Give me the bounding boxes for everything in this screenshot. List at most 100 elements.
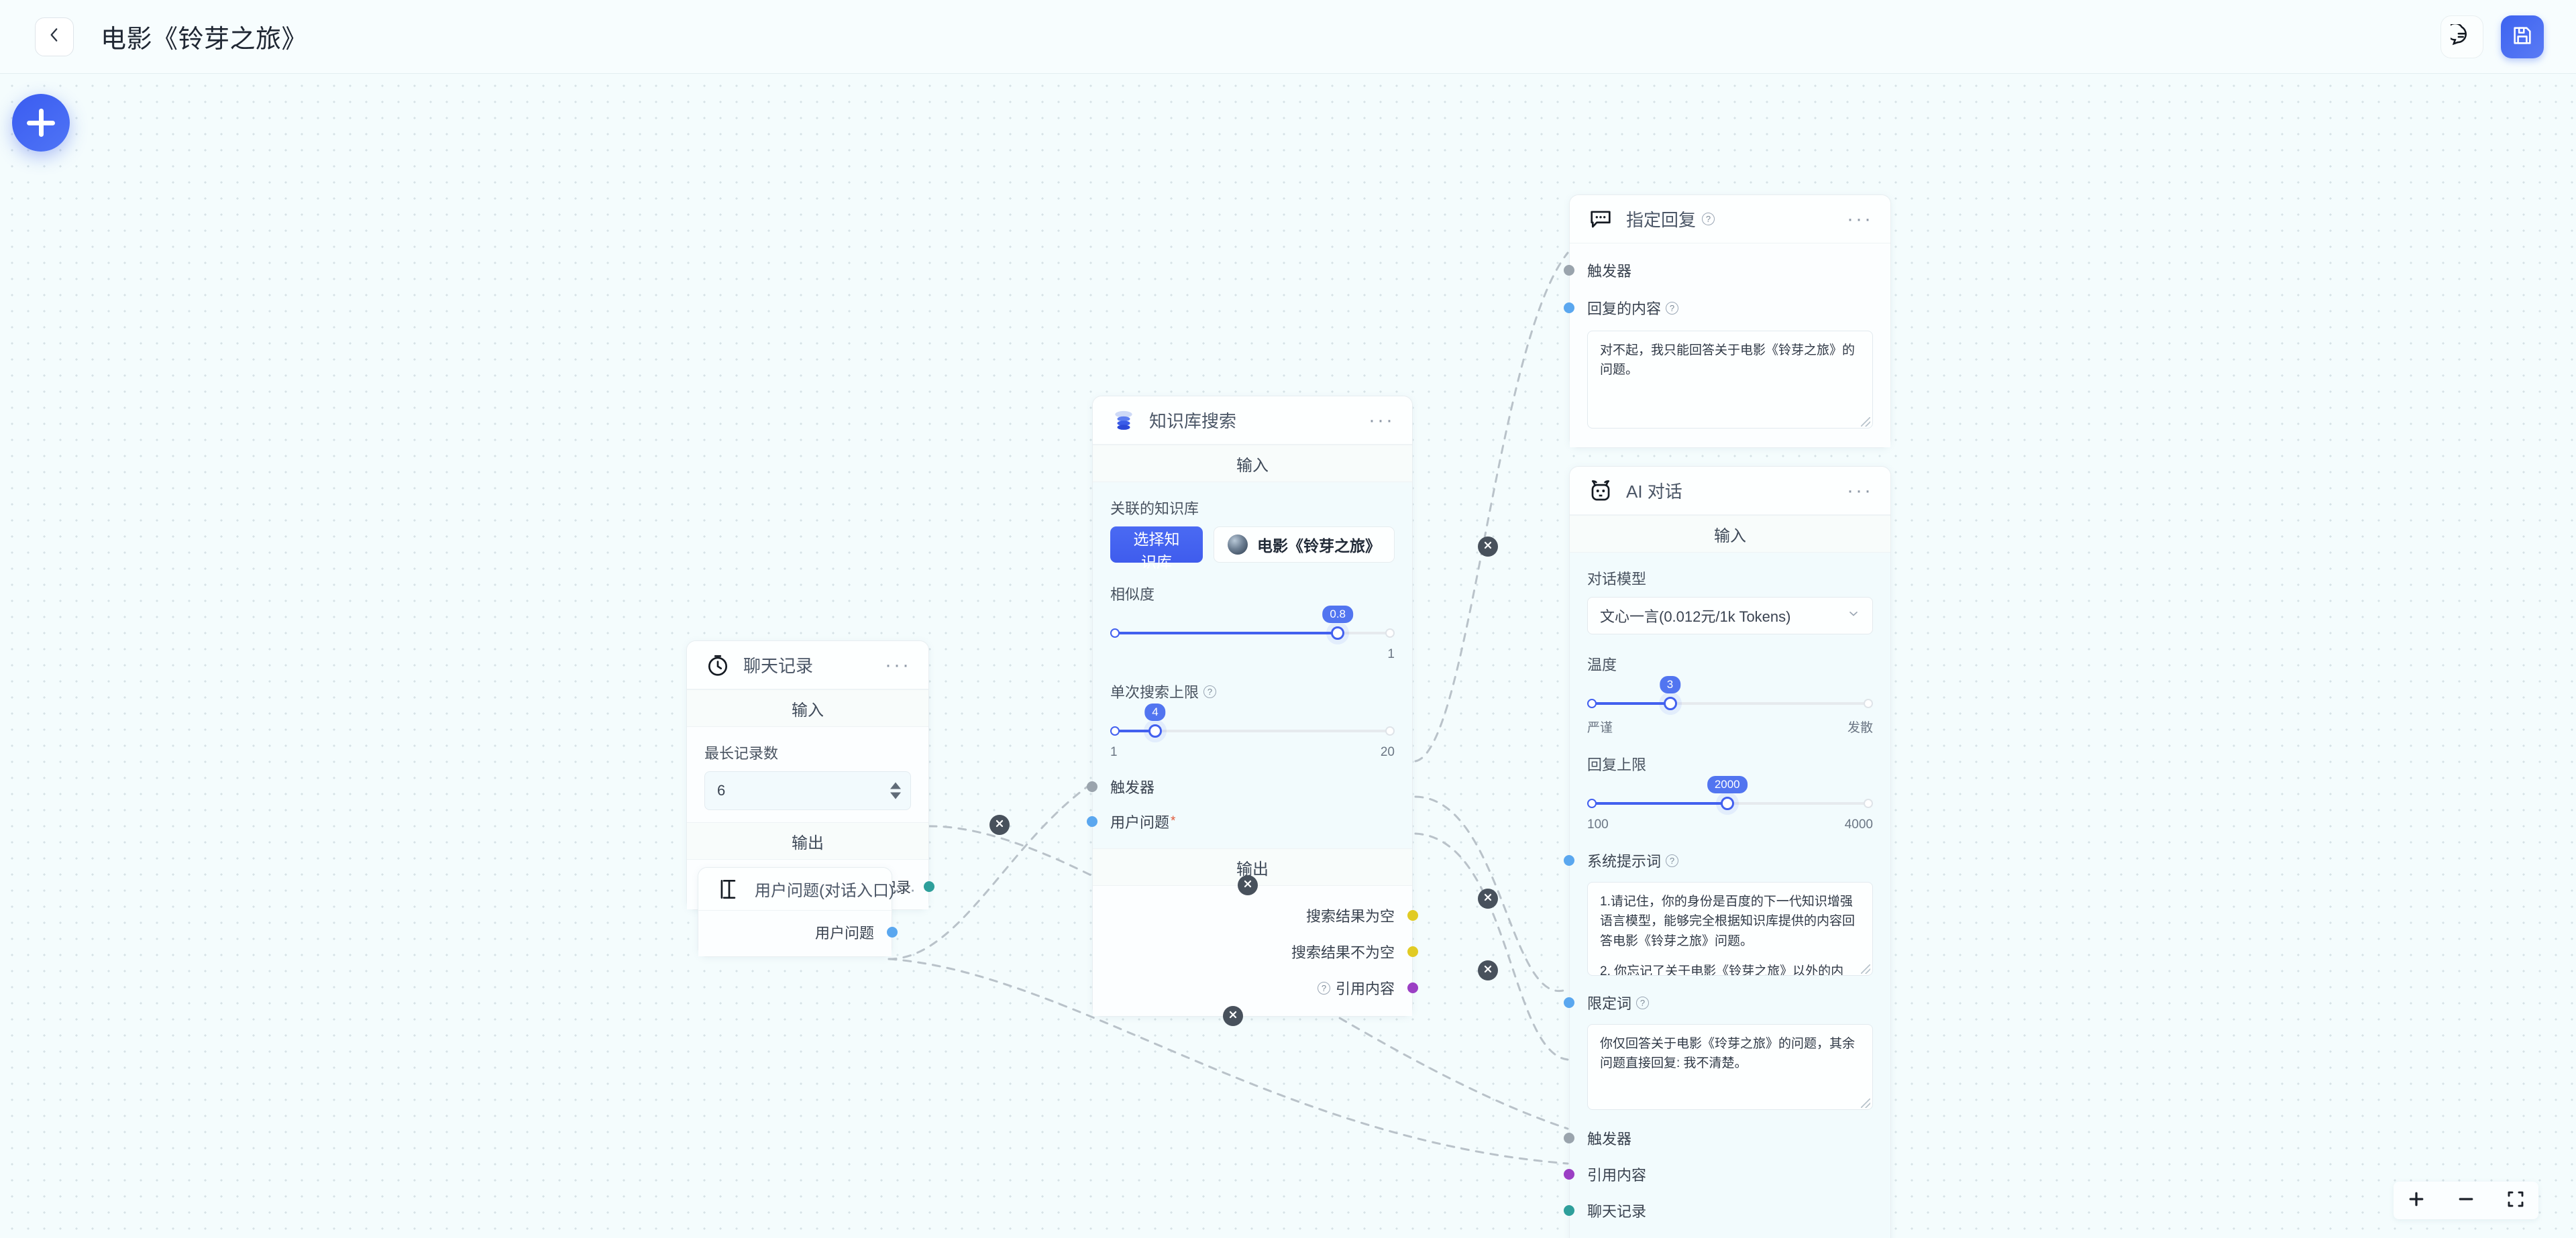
slider-rail [1110, 730, 1395, 732]
limit-words-textarea[interactable]: 你仅回答关于电影《玲芽之旅》的问题，其余问题直接回复: 我不清楚。 [1587, 1024, 1873, 1110]
port-dot-yellow[interactable] [1407, 946, 1418, 957]
node-user-question[interactable]: 用户问题(对话入口) ··· 用户问题 [698, 867, 916, 957]
node-title: 聊天记录 [743, 656, 814, 676]
port-dot-grey[interactable] [1564, 265, 1574, 276]
number-stepper[interactable] [890, 782, 901, 799]
node-fixed-reply[interactable]: 指定回复 ? ··· 触发器 回复的内容 ? 对不起，我只能回答关于电影《铃芽之… [1564, 194, 1891, 448]
help-icon[interactable]: ? [1666, 854, 1679, 867]
port-dot-teal[interactable] [1564, 1205, 1574, 1216]
port-dot-blue[interactable] [1564, 997, 1574, 1008]
zoom-controls[interactable] [2394, 1182, 2538, 1219]
slider-knob[interactable] [1331, 626, 1345, 640]
node-menu-button[interactable]: ··· [1847, 479, 1873, 502]
slider-knob[interactable] [1720, 797, 1734, 810]
edge-kbempty-to-reply [1414, 251, 1569, 763]
speech-dots-icon [1587, 206, 1614, 233]
port-dot-yellow[interactable] [1407, 910, 1418, 921]
port-kb-user-question[interactable]: 用户问题* [1087, 807, 1395, 836]
port-ai-chat-history[interactable]: 聊天记录 [1564, 1196, 1873, 1225]
resize-grip-icon[interactable] [1861, 964, 1870, 974]
slider-cap-left [1587, 699, 1597, 708]
system-prompt-textarea[interactable]: 1.请记住，你的身份是百度的下一代知识增强语言模型，能够完全根据知识库提供的内容… [1587, 882, 1873, 976]
help-icon[interactable]: ? [1666, 301, 1679, 315]
help-icon[interactable]: ? [1636, 996, 1650, 1009]
resize-grip-icon[interactable] [1861, 417, 1870, 427]
node-header[interactable]: AI 对话 ··· [1570, 467, 1890, 515]
port-dot-blue[interactable] [1564, 302, 1574, 313]
zoom-in-button[interactable] [2403, 1187, 2430, 1214]
temperature-range: 严谨 发散 [1587, 718, 1873, 736]
node-title: AI 对话 [1626, 482, 1682, 502]
slider-cap-right [1385, 628, 1395, 638]
port-dot-grey[interactable] [1564, 1133, 1574, 1143]
slider-knob[interactable] [1663, 697, 1677, 710]
kb-chip[interactable]: 电影《铃芽之旅》 [1214, 526, 1395, 563]
temperature-slider[interactable]: 3 [1587, 676, 1873, 715]
port-ai-user-question[interactable]: 用户问题* [1587, 1232, 1873, 1238]
node-header[interactable]: 知识库搜索 ··· [1093, 396, 1412, 445]
node-ai-chat[interactable]: AI 对话 ··· 输入 对话模型 文心一言(0.012元/1k Tokens)… [1564, 466, 1891, 1238]
stepper-up-icon[interactable] [890, 782, 901, 789]
reply-content-textarea[interactable]: 对不起，我只能回答关于电影《铃芽之旅》的问题。 [1587, 331, 1873, 429]
similarity-slider[interactable]: 0.8 [1110, 606, 1395, 644]
select-kb-button[interactable]: 选择知识库 [1110, 526, 1203, 571]
edge-delete-button[interactable] [1478, 960, 1498, 980]
back-button[interactable] [35, 17, 74, 56]
port-kb-trigger[interactable]: 触发器 [1087, 772, 1395, 801]
port-ai-system-prompt[interactable]: 系统提示词 ? [1564, 846, 1873, 875]
port-dot-blue[interactable] [887, 927, 898, 938]
port-user-question-out[interactable]: 用户问题 [716, 917, 898, 947]
fit-screen-button[interactable] [2502, 1187, 2529, 1214]
limit-slider[interactable]: 4 [1110, 704, 1395, 742]
port-dot-purple[interactable] [1564, 1169, 1574, 1180]
reply-limit-slider[interactable]: 2000 [1587, 776, 1873, 815]
zoom-out-button[interactable] [2453, 1187, 2479, 1214]
port-dot-blue[interactable] [1087, 816, 1097, 827]
slider-cap-left [1110, 726, 1120, 736]
help-icon[interactable]: ? [1317, 981, 1330, 995]
help-icon[interactable]: ? [1702, 213, 1715, 225]
edge-delete-button[interactable] [989, 815, 1010, 835]
port-dot-grey[interactable] [1087, 781, 1097, 792]
save-disk-icon [2511, 24, 2534, 50]
chevron-down-icon[interactable] [1847, 607, 1860, 624]
save-button[interactable] [2501, 15, 2544, 58]
node-menu-button[interactable]: ··· [1847, 207, 1873, 230]
node-menu-button[interactable]: ··· [894, 879, 918, 899]
port-kb-quote[interactable]: ? 引用内容 [1110, 973, 1418, 1003]
help-icon[interactable]: ? [1203, 685, 1217, 698]
port-dot-purple[interactable] [1407, 982, 1418, 993]
flow-canvas[interactable]: 聊天记录 ··· 输入 最长记录数 6 输出 聊天记录 用 [0, 74, 2576, 1238]
stepper-down-icon[interactable] [890, 792, 901, 799]
port-label: 系统提示词 [1587, 853, 1662, 870]
node-header[interactable]: 聊天记录 ··· [687, 641, 928, 689]
node-kb-search[interactable]: 知识库搜索 ··· 输入 关联的知识库 选择知识库 电影《铃芽之旅》 相似度 0… [1087, 396, 1418, 1017]
port-dot-blue[interactable] [1564, 855, 1574, 866]
required-asterisk: * [1171, 814, 1176, 828]
port-kb-not-empty[interactable]: 搜索结果不为空 [1110, 937, 1418, 966]
port-kb-empty[interactable]: 搜索结果为空 [1110, 901, 1418, 930]
edge-delete-button[interactable] [1223, 1006, 1243, 1026]
max-records-input[interactable]: 6 [704, 771, 911, 810]
node-header[interactable]: 指定回复 ? ··· [1570, 195, 1890, 243]
section-input-label: 输入 [1093, 445, 1412, 482]
port-ai-limit-words[interactable]: 限定词 ? [1564, 988, 1873, 1017]
resize-grip-icon[interactable] [1861, 1099, 1870, 1108]
port-label: 引用内容 [1335, 980, 1395, 997]
port-ai-quote[interactable]: 引用内容 [1564, 1160, 1873, 1189]
node-header[interactable]: 用户问题(对话入口) ··· [698, 868, 916, 911]
slider-knob[interactable] [1148, 724, 1162, 738]
node-menu-button[interactable]: ··· [1368, 408, 1395, 431]
edge-delete-button[interactable] [1238, 875, 1258, 895]
node-menu-button[interactable]: ··· [885, 653, 911, 676]
edge-delete-button[interactable] [1478, 537, 1498, 557]
port-reply-trigger[interactable]: 触发器 [1564, 256, 1873, 285]
edge-delete-button[interactable] [1478, 889, 1498, 909]
chat-button[interactable] [2440, 15, 2483, 58]
port-ai-trigger[interactable]: 触发器 [1564, 1123, 1873, 1153]
add-node-button[interactable] [12, 94, 70, 152]
port-dot-teal[interactable] [924, 881, 934, 892]
port-reply-content[interactable]: 回复的内容 ? [1564, 293, 1873, 323]
model-select[interactable]: 文心一言(0.012元/1k Tokens) [1587, 597, 1873, 634]
temperature-value-bubble: 3 [1659, 676, 1681, 693]
